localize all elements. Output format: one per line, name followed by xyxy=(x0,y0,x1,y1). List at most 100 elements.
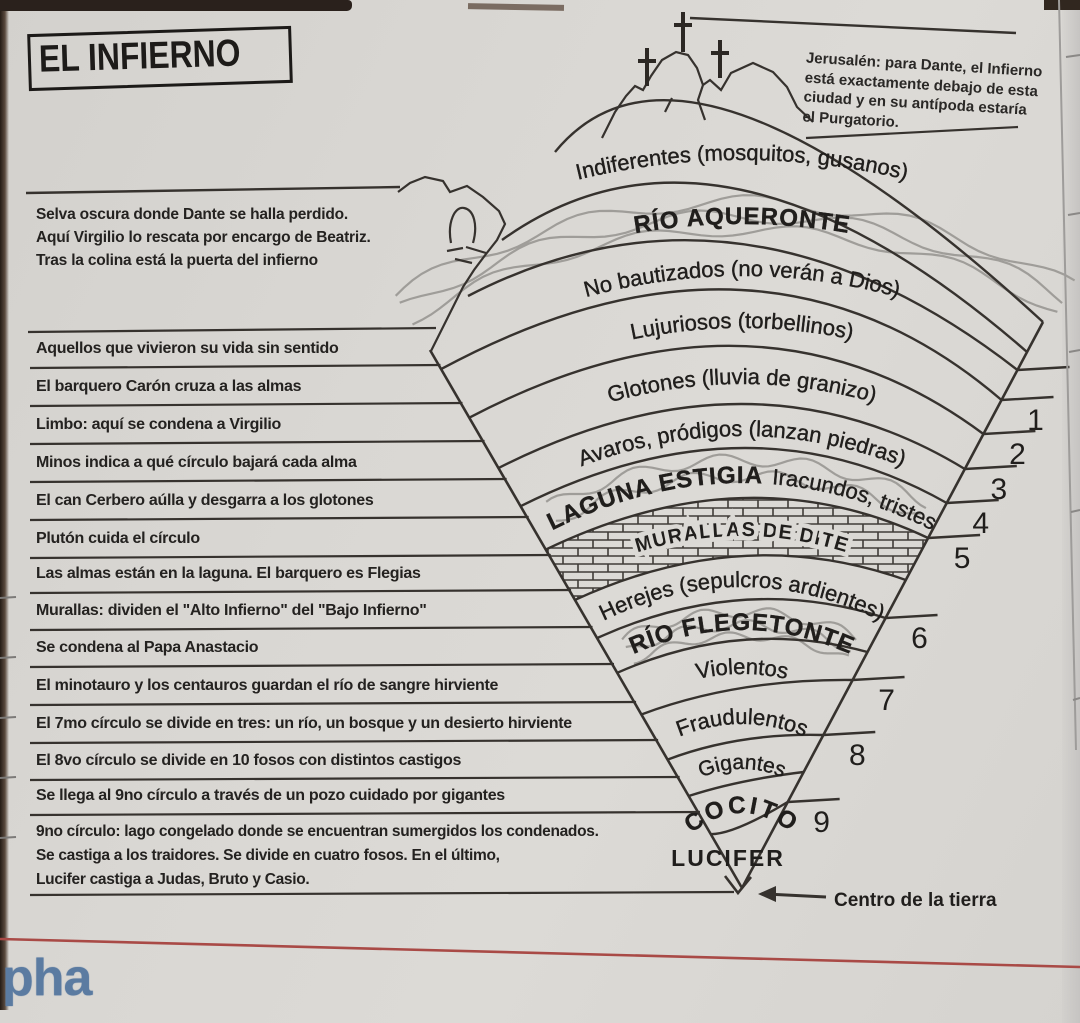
cross-icon xyxy=(711,40,729,78)
left-note: Plutón cuida el círculo xyxy=(36,530,200,547)
circle-boundary-arc xyxy=(616,637,868,674)
circle-tick-line xyxy=(787,797,840,804)
circle-tick-line xyxy=(885,613,938,620)
notebook-logo: pha xyxy=(2,949,92,1007)
funnel-tip-mark xyxy=(723,875,753,896)
right-page-edge-line xyxy=(1058,0,1077,751)
cross-icon xyxy=(674,12,692,52)
circle-number: 7 xyxy=(878,684,895,717)
circle-boundary-arc xyxy=(710,800,789,836)
note-underline xyxy=(29,477,507,484)
ring-label-2: No bautizados (no verán a Dios) xyxy=(581,256,903,302)
circle-boundary-arc xyxy=(667,733,824,761)
notebook-rule-mark xyxy=(1070,509,1080,513)
jerusalem-note: Jerusalén: para Dante, el Infierno está … xyxy=(802,49,1043,131)
circle-tick-line xyxy=(1017,365,1070,372)
note-underline xyxy=(29,738,659,745)
circle-number: 5 xyxy=(954,542,971,575)
ring-label-10: Violentos xyxy=(694,654,791,684)
note-line-below-jerusalem xyxy=(805,125,1019,140)
left-note: El barquero Carón cruza a las almas xyxy=(36,378,302,395)
page-title-box: EL INFIERNO xyxy=(27,25,293,92)
golgotha-hill-outline xyxy=(601,50,814,139)
laguna-estigia-waves xyxy=(555,470,924,522)
left-note: El 7mo círculo se divide en tres: un río… xyxy=(36,715,572,732)
ring-label-12: Gigantes xyxy=(695,751,789,782)
funnel-right-edge xyxy=(740,321,1045,889)
river-flegetonte-waves xyxy=(621,607,857,641)
circle-boundary-arc xyxy=(640,678,853,716)
notebook-rule-mark-left xyxy=(0,836,17,839)
circle-boundary-arc xyxy=(497,402,966,471)
note-underline xyxy=(29,625,593,632)
circle-boundary-arc xyxy=(440,288,1003,401)
left-note: Murallas: dividen el "Alto Infierno" del… xyxy=(36,602,427,619)
circle-tick-line xyxy=(823,730,876,737)
note-underline xyxy=(29,662,615,669)
red-rule-line xyxy=(0,937,1080,969)
note-underline xyxy=(29,588,572,595)
circle-tick-line xyxy=(1001,395,1054,402)
circle-boundary-arc xyxy=(574,554,907,602)
circle-boundary-arc xyxy=(468,344,985,435)
note-underline xyxy=(29,363,441,370)
notebook-rule-mark-left xyxy=(0,656,17,659)
river-aqueronte-waves xyxy=(412,225,1058,326)
circle-tick-line xyxy=(928,533,981,540)
notebook-rule-mark xyxy=(1067,212,1080,216)
ninth-circle-note: 9no círculo: lago congelado donde se enc… xyxy=(36,823,599,888)
notebook-rule-mark-left xyxy=(0,776,17,779)
top-right-dark-corner xyxy=(1044,0,1080,10)
circle-boundary-arc xyxy=(554,99,1044,323)
selva-oscura-note: Selva oscura donde Dante se halla perdid… xyxy=(36,206,371,269)
river-aqueronte-waves xyxy=(394,194,1076,297)
circle-number: 4 xyxy=(972,507,989,540)
left-note: Se llega al 9no círculo a través de un p… xyxy=(36,787,505,804)
circle-number: 8 xyxy=(849,739,866,772)
note-underline xyxy=(29,439,485,446)
circle-number: 3 xyxy=(990,473,1007,506)
separator-above-first-note xyxy=(27,326,437,334)
top-dark-bar xyxy=(0,0,352,11)
circle-boundary-arc xyxy=(688,770,804,798)
laguna-estigia-waves xyxy=(545,453,927,510)
river-aqueronte-waves xyxy=(399,209,1063,304)
funnel-left-edge xyxy=(428,349,744,889)
cross-icon xyxy=(638,48,656,86)
left-note: Se condena al Papa Anastacio xyxy=(36,639,259,656)
ring-label-3: Lujuriosos (torbellinos) xyxy=(628,308,856,344)
left-note: Limbo: aquí se condena a Virgilio xyxy=(36,416,281,433)
note-underline xyxy=(29,515,529,522)
page-left-shadow-edge xyxy=(0,0,9,1010)
ground-line-left xyxy=(25,185,401,195)
circle-number: 9 xyxy=(813,806,830,839)
left-note: El can Cerbero aúlla y desgarra a los gl… xyxy=(36,492,374,509)
note-underline xyxy=(29,401,463,408)
notebook-rule-mark xyxy=(1072,697,1080,701)
notebook-rule-mark-left xyxy=(0,716,17,719)
circle-boundary-arc xyxy=(545,496,929,551)
hell-gate-arch xyxy=(446,206,487,265)
left-note: Minos indica a qué círculo bajará cada a… xyxy=(36,454,357,471)
left-note: El minotauro y los centauros guardan el … xyxy=(36,677,499,694)
note-underline xyxy=(29,890,735,897)
note-underline xyxy=(29,775,680,782)
circle-boundary-arc xyxy=(467,238,1019,371)
circle-number: 6 xyxy=(911,622,928,655)
circle-tick-line xyxy=(983,429,1036,436)
river-flegetonte-waves xyxy=(633,631,850,665)
center-arrow-head xyxy=(758,886,776,902)
circle-boundary-arc xyxy=(596,597,886,640)
notebook-rule-mark xyxy=(1068,349,1080,353)
note-underline xyxy=(29,553,551,560)
page-title: EL INFIERNO xyxy=(38,32,242,81)
note-underline xyxy=(29,700,637,707)
left-note: Las almas están en la laguna. El barquer… xyxy=(36,565,421,582)
notebook-rule-mark xyxy=(1065,54,1080,58)
note-underline xyxy=(29,810,700,817)
circle-number: 2 xyxy=(1009,438,1026,471)
left-note: El 8vo círculo se divide en 10 fosos con… xyxy=(36,752,462,769)
lucifer-label: LUCIFER xyxy=(671,845,785,871)
circle-boundary-arc xyxy=(501,181,1028,353)
